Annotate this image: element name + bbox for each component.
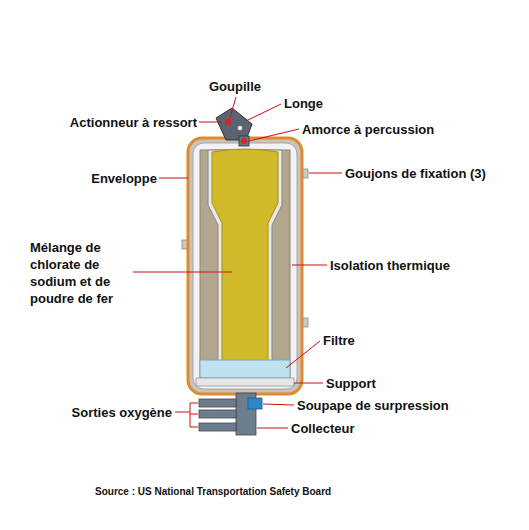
part-label: Collecteur (291, 420, 355, 437)
part-label: Goujons de fixation (3) (345, 165, 486, 182)
part-label: Support (326, 375, 376, 392)
part-label: Amorce à percussion (302, 121, 434, 138)
part-label: Filtre (323, 332, 355, 349)
part-label: Enveloppe (91, 170, 157, 187)
part-label: Soupape de surpression (297, 397, 449, 414)
part-label: Goupille (209, 78, 261, 95)
part-label: Isolation thermique (330, 257, 450, 274)
part-label: Actionneur à ressort (70, 114, 197, 131)
part-label: Longe (284, 95, 323, 112)
part-label: Sorties oxygène (72, 404, 172, 421)
source-caption: Source : US National Transportation Safe… (95, 486, 331, 498)
part-label: Mélange de chlorate de sodium et de poud… (30, 239, 130, 307)
